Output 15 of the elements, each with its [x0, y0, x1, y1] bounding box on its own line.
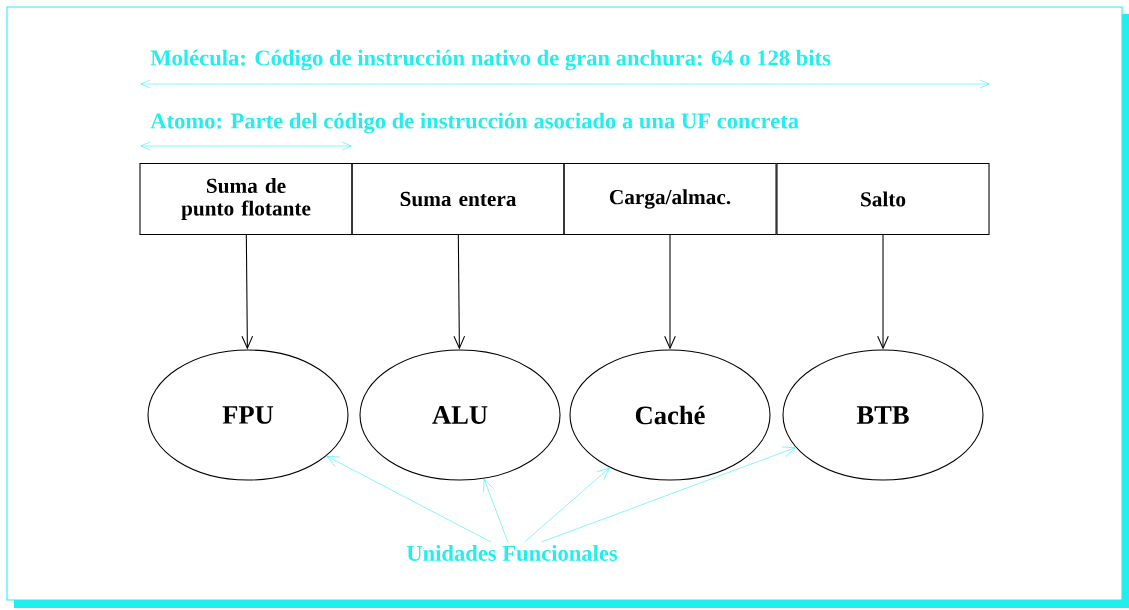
instruction-field: Carga/almac.: [563, 162, 777, 236]
arrow: [241, 234, 254, 350]
leader-text: Unidades Funcionales: [406, 545, 618, 561]
arrow: [877, 234, 889, 350]
instruction-field: Salto: [776, 162, 990, 236]
instruction-field: Suma entera: [351, 162, 565, 236]
dimension-label: Atomo: Parte del código de instrucción asociado a una UF concreta: [150, 112, 799, 134]
leader-line: [541, 446, 796, 543]
instruction-field: Suma de punto flotante: [139, 162, 353, 236]
leader-line: [483, 479, 509, 543]
arrow: [453, 234, 466, 350]
arrow: [664, 234, 676, 350]
dimension-label: Molécula: Código de instrucción nativo de gran anchura: 64 o 128 bits: [150, 49, 831, 71]
leader-line: [524, 467, 610, 543]
leader-line: [326, 456, 492, 543]
